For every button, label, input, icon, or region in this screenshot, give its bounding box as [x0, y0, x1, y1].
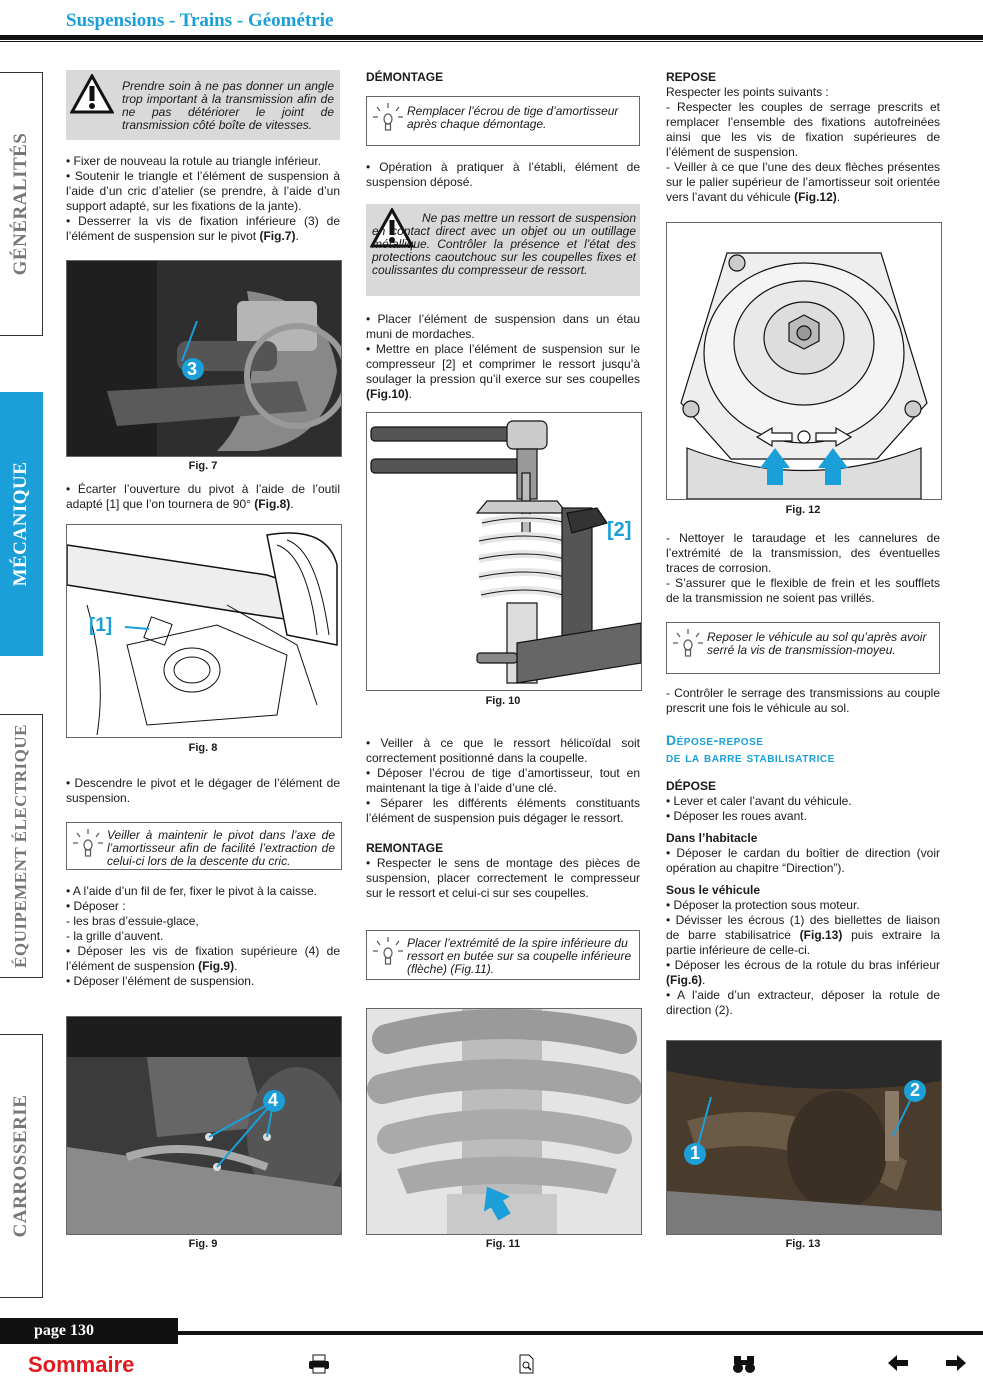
figure-11-image [367, 1009, 641, 1234]
col3-section-barre: Dépose-repose de la barre stabilisatrice [666, 732, 940, 766]
print-icon[interactable] [308, 1354, 330, 1380]
tip-box: Reposer le véhicule au sol qu’après avoi… [666, 622, 940, 674]
figure-12-caption: Fig. 12 [785, 504, 821, 516]
arrow-left-icon[interactable] [888, 1354, 908, 1378]
figure-8: [1] [66, 524, 342, 738]
figure-12-image [680, 252, 928, 499]
col2-text-b: • Placer l’élément de suspension dans un… [366, 312, 640, 401]
figure-13-callout-1: 1 [690, 1143, 701, 1163]
document-search-icon[interactable] [518, 1354, 536, 1380]
figure-8-image [67, 532, 338, 736]
figure-13-callout-2: 2 [910, 1080, 921, 1100]
tip-box: Veiller à maintenir le pivot dans l’axe … [66, 822, 342, 870]
figure-9-caption: Fig. 9 [188, 1238, 218, 1250]
side-tab-carrosserie[interactable]: CARROSSERIE [0, 1034, 43, 1298]
figure-8-callout: [1] [89, 615, 113, 636]
figure-8-caption: Fig. 8 [188, 742, 218, 754]
warning-box: Prendre soin à ne pas donner un angle tr… [66, 70, 340, 140]
col3-text-c: - Contrôler le serrage des transmissions… [666, 686, 940, 715]
figure-9-image [67, 1017, 341, 1234]
lightbulb-icon [673, 629, 703, 657]
figure-13-image [667, 1041, 941, 1234]
figure-9: 4 [66, 1016, 342, 1235]
figure-12 [666, 222, 942, 500]
figure-13: 1 2 [666, 1040, 942, 1235]
arrow-right-icon[interactable] [946, 1354, 966, 1378]
lightbulb-icon [73, 829, 103, 857]
col1-text-d: • A l’aide d’un fil de fer, fixer le piv… [66, 884, 340, 988]
figure-11-caption: Fig. 11 [485, 1238, 521, 1250]
page-header-title: Suspensions - Trains - Géométrie [66, 10, 334, 31]
tip-box: Remplacer l’écrou de tige d’amortisseur … [366, 96, 640, 146]
figure-10-callout: [2] [607, 519, 632, 541]
col1-text-b: • Écarter l’ouverture du pivot à l’aide … [66, 482, 340, 511]
figure-7-image [67, 261, 341, 456]
figure-10-caption: Fig. 10 [485, 695, 521, 707]
col1-text-a: • Fixer de nouveau la rotule au triangle… [66, 154, 340, 243]
side-tab-equipement-electrique[interactable]: ÉQUIPEMENT ÉLECTRIQUE [0, 714, 43, 978]
figure-9-callout: 4 [268, 1090, 279, 1110]
lightbulb-icon [373, 937, 403, 965]
col2-text-a: • Opération à pratiquer à l’établi, élém… [366, 160, 640, 189]
col1-text-c: • Descendre le pivot et le dégager de l’… [66, 776, 340, 805]
col2-text-c: • Veiller à ce que le ressort hélicoïdal… [366, 736, 640, 900]
warning-icon [70, 74, 114, 114]
header-rule-thin [0, 41, 983, 42]
page-number: page 130 [0, 1318, 178, 1344]
col3-text-b: - Nettoyer le taraudage et les cannelure… [666, 531, 940, 605]
side-tab-mecanique[interactable]: MÉCANIQUE [0, 392, 43, 656]
section-title: Dépose-repose [666, 732, 764, 748]
figure-13-caption: Fig. 13 [785, 1238, 821, 1250]
figure-7-caption: Fig. 7 [188, 460, 218, 472]
col3-text-a: REPOSE Respecter les points suivants : -… [666, 70, 940, 204]
lightbulb-icon [373, 103, 403, 131]
col2-heading-demontage: DÉMONTAGE [366, 70, 444, 84]
header-rule [0, 35, 983, 40]
figure-10: [2] [366, 412, 642, 691]
figure-7-callout: 3 [187, 359, 198, 379]
sommaire-link[interactable]: Sommaire [28, 1352, 135, 1377]
figure-10-image [370, 420, 641, 684]
figure-11 [366, 1008, 642, 1235]
figure-7: 3 [66, 260, 342, 457]
footer-rule [0, 1331, 983, 1335]
side-tab-generalites[interactable]: GÉNÉRALITÉS [0, 72, 43, 336]
col3-text-d: DÉPOSE • Lever et caler l’avant du véhic… [666, 779, 940, 1017]
warning-box: Ne pas mettre un ressort de suspension e… [366, 204, 640, 296]
warning-icon [370, 208, 414, 248]
section-subtitle: de la barre stabilisatrice [666, 749, 835, 765]
tip-box: Placer l’extrémité de la spire inférieur… [366, 930, 640, 980]
binoculars-icon[interactable] [732, 1354, 756, 1380]
